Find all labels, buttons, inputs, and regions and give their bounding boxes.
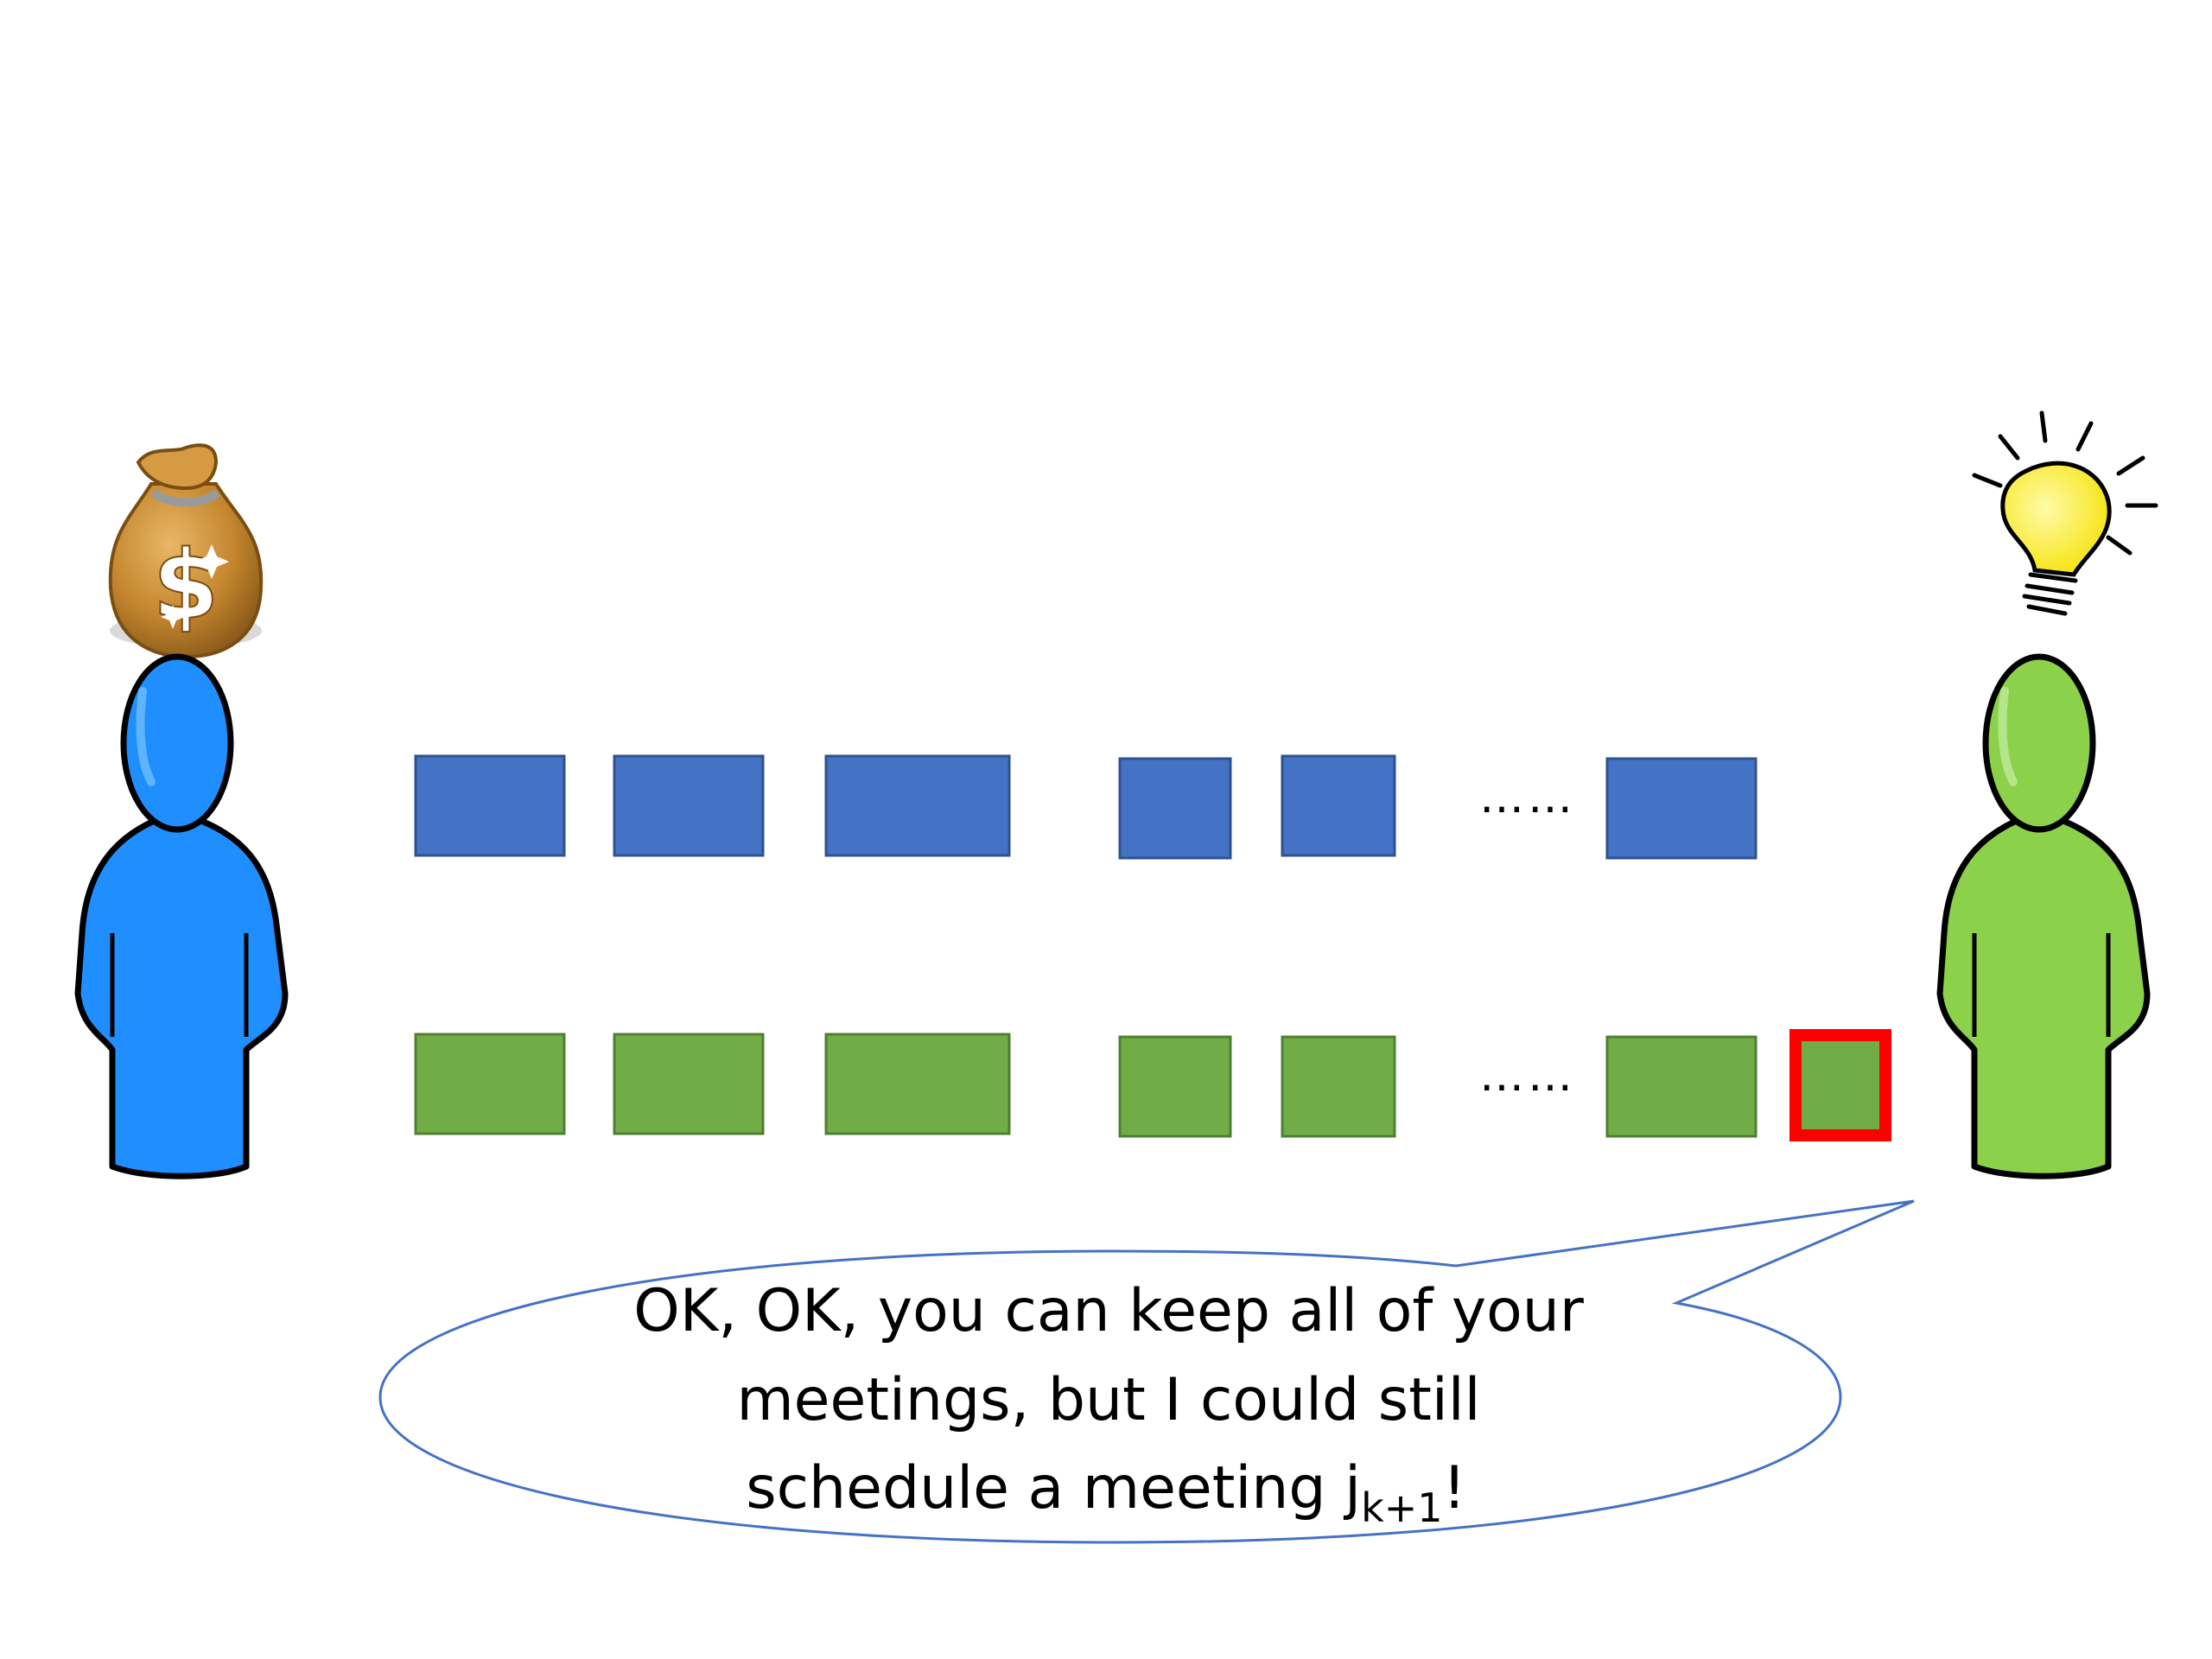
blue-meeting-block: [1281, 754, 1396, 857]
speech-line-1: OK, OK, you can keep all of your: [633, 1277, 1584, 1345]
new-meeting-highlight: [1789, 1029, 1891, 1141]
ellipsis-bottom: ……: [1479, 1050, 1576, 1102]
green-meeting-block: [1281, 1035, 1396, 1138]
green-person-icon: [1936, 653, 2151, 1179]
speech-line-3-end: !: [1443, 1454, 1466, 1522]
svg-text:$: $: [153, 530, 219, 640]
green-meeting-block: [1118, 1035, 1232, 1138]
green-meeting-block: [1605, 1035, 1758, 1138]
speech-line-2: meetings, but I could still: [736, 1366, 1480, 1434]
blue-meeting-block: [613, 754, 765, 857]
money-bag-icon: $: [108, 443, 264, 659]
speech-line-3-main: schedule a meeting j: [746, 1454, 1361, 1522]
blue-meeting-block: [1605, 757, 1758, 860]
speech-line-3: schedule a meeting jk+1!: [746, 1454, 1466, 1531]
ellipsis-top: ……: [1479, 772, 1576, 823]
green-meeting-block: [613, 1033, 765, 1135]
green-meetings-row: [414, 1033, 1758, 1138]
blue-meetings-row: [414, 754, 1758, 860]
green-meeting-block: [824, 1033, 1011, 1135]
blue-meeting-block: [824, 754, 1011, 857]
speech-line-3-subscript: k+1: [1361, 1484, 1442, 1531]
lightbulb-icon: [1972, 410, 2158, 616]
speech-bubble: [378, 1199, 1915, 1544]
green-meeting-block: [414, 1033, 566, 1135]
blue-meeting-block: [414, 754, 566, 857]
blue-meeting-block: [1118, 757, 1232, 860]
blue-person-icon: [74, 653, 289, 1179]
